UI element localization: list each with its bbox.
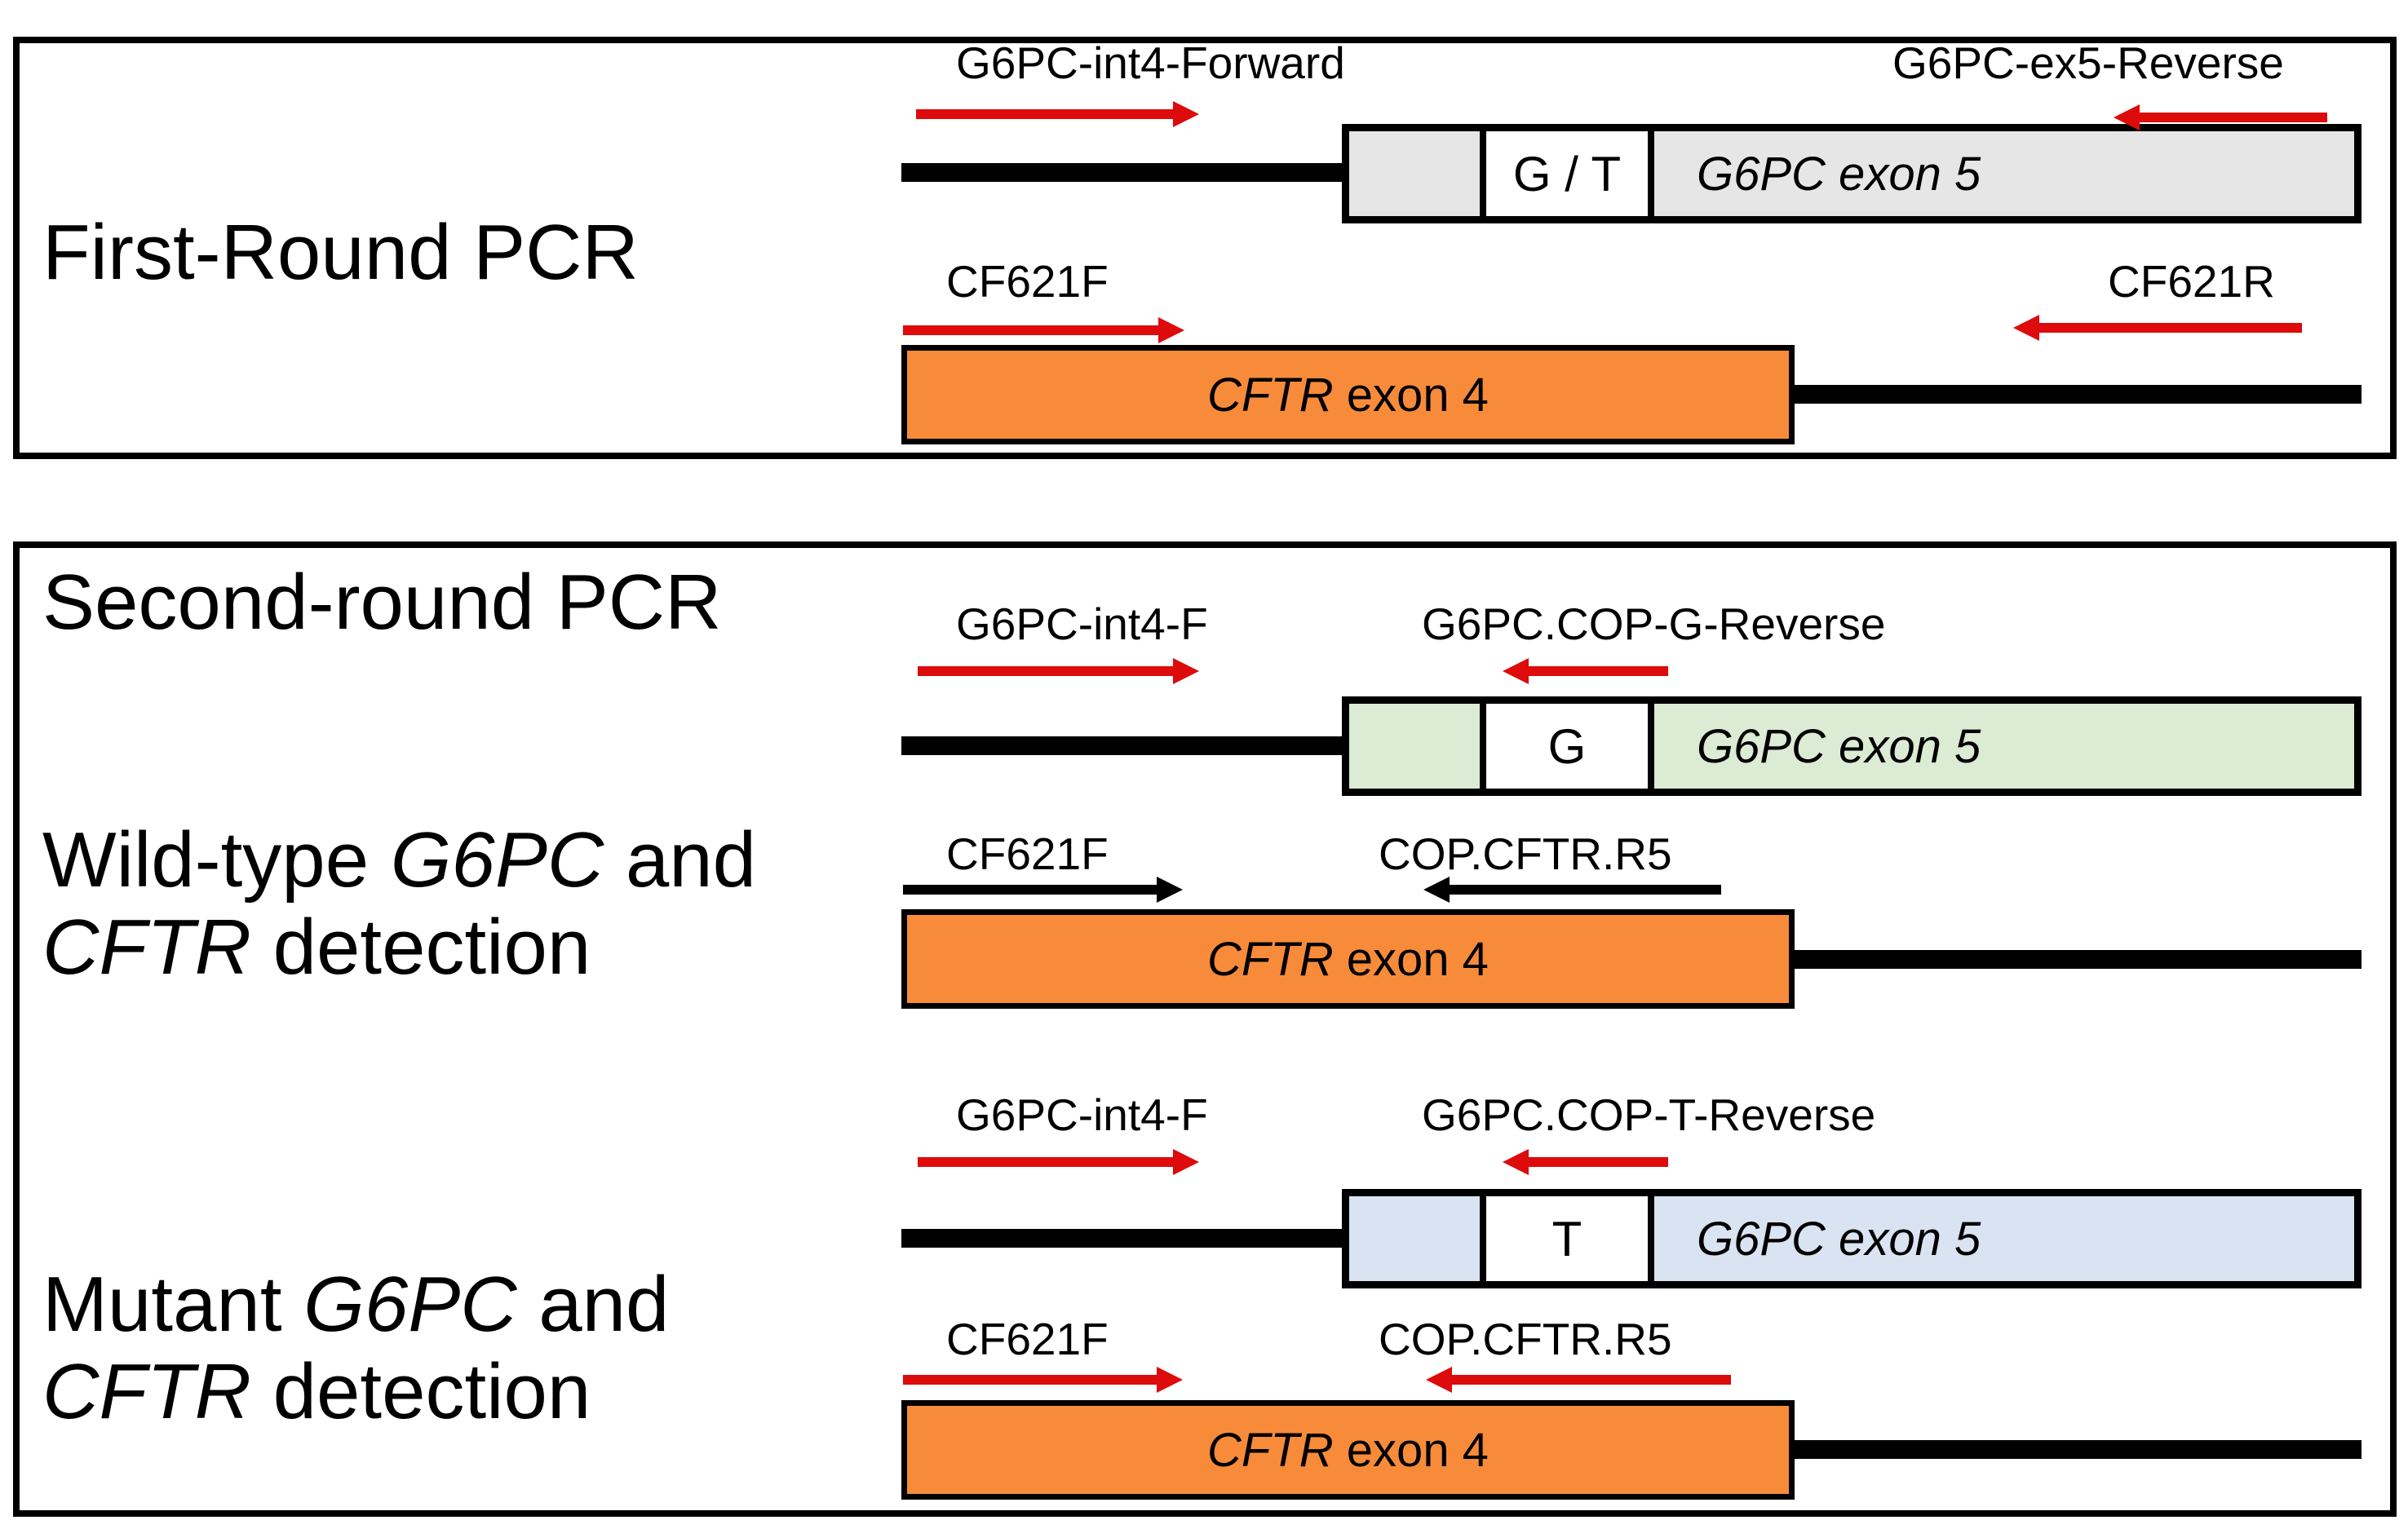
mut-cf621f-label: CF621F xyxy=(946,1314,1109,1364)
mut-g6pc-exon5-cell: G6PC exon 5 xyxy=(1654,1196,2354,1281)
g6pc-cop-g-reverse-label: G6PC.COP-G-Reverse xyxy=(1422,599,1886,649)
mut-cop-cftr-r5-arrow xyxy=(1426,1367,1731,1393)
wt-g6pc-exon5-cell: G6PC exon 5 xyxy=(1654,704,2354,789)
wildtype-section-label: Wild-type G6PC and CFTR detection xyxy=(42,816,756,991)
cf621r-arrow xyxy=(2013,315,2302,341)
mut-cop-cftr-r5-label: COP.CFTR.R5 xyxy=(1379,1314,1672,1364)
mut-g6pc-int4-f-arrow xyxy=(918,1149,1199,1175)
wt-g6pc-int4-f-arrow xyxy=(918,658,1199,684)
g6pc-variant-box-first-round: G / T G6PC exon 5 xyxy=(1342,124,2362,223)
wildtype-section-line2: CFTR detection xyxy=(42,904,591,991)
mutant-section-line1: Mutant G6PC and xyxy=(42,1261,670,1348)
g6pc-cop-t-reverse-label: G6PC.COP-T-Reverse xyxy=(1422,1089,1876,1140)
mut-cftr-downstream-line xyxy=(1791,1440,2362,1459)
mut-g6pc-variant-box: T G6PC exon 5 xyxy=(1342,1189,2362,1288)
mut-cf621f-arrow xyxy=(903,1367,1183,1393)
wt-cftr-exon4-box: CFTR exon 4 xyxy=(901,909,1795,1009)
mut-g6pc-intron-line xyxy=(901,1229,1358,1248)
wt-cf621f-label: CF621F xyxy=(946,829,1109,879)
mutant-section-line2: CFTR detection xyxy=(42,1348,591,1435)
wt-g6pc-intron-line xyxy=(901,736,1358,755)
g6pc-exon5-cell: G6PC exon 5 xyxy=(1654,131,2354,216)
cf621r-label: CF621R xyxy=(2108,256,2275,307)
wt-cf621f-arrow xyxy=(903,877,1183,903)
g6pc-cop-t-reverse-arrow xyxy=(1503,1149,1668,1175)
wt-g6pc-upstream-cell xyxy=(1349,704,1480,789)
second-round-title: Second-round PCR xyxy=(42,559,722,646)
mut-cftr-exon4-box: CFTR exon 4 xyxy=(901,1400,1795,1500)
mutant-section-label: Mutant G6PC and CFTR detection xyxy=(42,1261,669,1435)
variant-site-cell: G / T xyxy=(1486,131,1648,216)
wt-cftr-exon4-label: CFTR exon 4 xyxy=(1207,932,1489,986)
cftr-exon4-box-first-round: CFTR exon 4 xyxy=(901,345,1795,444)
wt-cop-cftr-r5-arrow xyxy=(1423,877,1721,903)
g6pc-cop-g-reverse-arrow xyxy=(1503,658,1668,684)
wt-cop-cftr-r5-label: COP.CFTR.R5 xyxy=(1379,829,1672,879)
g6pc-ex5-reverse-label: G6PC-ex5-Reverse xyxy=(1892,38,2284,88)
mut-cftr-exon4-label: CFTR exon 4 xyxy=(1207,1423,1489,1477)
cftr-downstream-line-first-round xyxy=(1791,385,2362,404)
mut-variant-site-cell: T xyxy=(1486,1196,1648,1281)
wildtype-section-line1: Wild-type G6PC and xyxy=(42,816,757,904)
mut-g6pc-upstream-cell xyxy=(1349,1196,1480,1281)
g6pc-int4-forward-arrow xyxy=(916,101,1199,127)
wt-cftr-downstream-line xyxy=(1791,950,2362,969)
first-round-title: First-Round PCR xyxy=(42,209,639,296)
wt-g6pc-int4-f-label: G6PC-int4-F xyxy=(956,599,1208,649)
cf621f-label-first-round: CF621F xyxy=(946,256,1109,307)
g6pc-ex5-reverse-arrow xyxy=(2114,104,2327,130)
cf621f-arrow-first-round xyxy=(903,317,1184,343)
g6pc-upstream-cell xyxy=(1349,131,1480,216)
g6pc-intron-line xyxy=(901,163,1358,182)
g6pc-int4-forward-label: G6PC-int4-Forward xyxy=(956,38,1345,88)
mut-g6pc-int4-f-label: G6PC-int4-F xyxy=(956,1089,1208,1140)
cftr-exon4-label: CFTR exon 4 xyxy=(1207,368,1489,422)
wt-g6pc-variant-box: G G6PC exon 5 xyxy=(1342,696,2362,796)
wt-variant-site-cell: G xyxy=(1486,704,1648,789)
